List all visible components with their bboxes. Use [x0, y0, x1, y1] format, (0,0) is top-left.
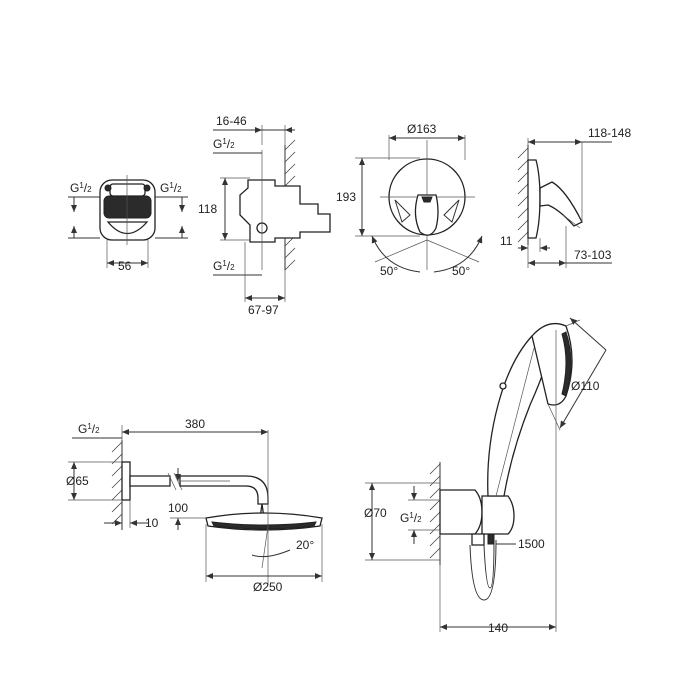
- dim-193: 193: [336, 190, 356, 204]
- angle-50-left: 50°: [380, 264, 398, 278]
- escutcheon-front-view: [355, 135, 483, 273]
- label-g-half-3: G1/2: [78, 422, 100, 436]
- angle-50-right: 50°: [452, 264, 470, 278]
- dim-16-46: 16-46: [216, 114, 247, 128]
- label-g-half-left-1: G1/2: [70, 181, 92, 195]
- dim-118: 118: [198, 202, 217, 216]
- mixer-body-front-view: [68, 175, 188, 268]
- dim-d163: Ø163: [407, 122, 437, 136]
- dim-140: 140: [488, 621, 508, 635]
- dim-56: 56: [118, 259, 132, 273]
- mixer-body-side-view: [213, 125, 331, 302]
- dim-d65: Ø65: [66, 474, 89, 488]
- dim-d70: Ø70: [364, 506, 387, 520]
- dim-10: 10: [145, 516, 159, 530]
- dim-73-103: 73-103: [574, 248, 612, 262]
- label-g-half-top-2: G1/2: [213, 137, 235, 151]
- head-shower-view: [68, 425, 323, 585]
- dim-67-97: 67-97: [248, 303, 279, 317]
- label-g-half-right-1: G1/2: [160, 181, 182, 195]
- label-g-half-bottom-2: G1/2: [213, 259, 235, 273]
- escutcheon-side-view: [517, 138, 612, 268]
- hand-shower-view: [365, 317, 607, 632]
- dim-100: 100: [168, 501, 188, 515]
- dim-380: 380: [185, 417, 205, 431]
- dim-118-148: 118-148: [588, 126, 631, 140]
- dim-11: 11: [500, 234, 513, 248]
- dim-1500: 1500: [518, 537, 545, 551]
- label-g-half-4: G1/2: [400, 511, 422, 525]
- dim-d110: Ø110: [571, 379, 600, 393]
- dim-d250: Ø250: [253, 580, 283, 594]
- angle-20: 20°: [296, 538, 314, 552]
